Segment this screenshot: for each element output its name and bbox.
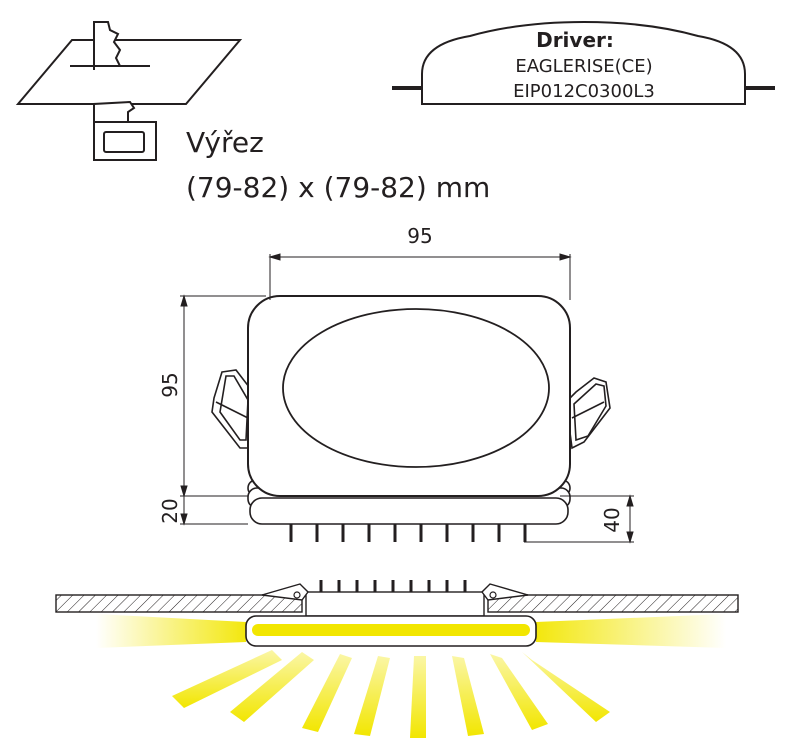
driver-title: Driver: (536, 28, 614, 52)
installed-section-view (55, 580, 739, 738)
light-rays (172, 650, 610, 738)
driver-model-line2: EIP012C0300L3 (513, 81, 655, 102)
ceiling-board-left (55, 594, 303, 613)
spring-clip-left (211, 369, 257, 449)
downlight-side-view (211, 295, 611, 542)
driver-box (392, 20, 775, 105)
dimension-width-label: 95 (407, 224, 432, 248)
light-glow-right (536, 614, 726, 648)
cutout-title: Výřez (186, 126, 264, 159)
cutout-size: (79-82) x (79-82) mm (186, 171, 490, 204)
spring-clip-right (565, 377, 611, 450)
heat-sink-fins (289, 524, 527, 542)
light-glow-left (96, 614, 246, 648)
dimension-height-label: 95 (158, 372, 182, 397)
cutout-ceiling-icon (15, 21, 243, 161)
section-clip-left (261, 583, 309, 601)
ceiling-board-right (487, 594, 739, 613)
driver-model-line1: EAGLERISE(CE) (515, 56, 652, 77)
section-clip-right (481, 583, 529, 601)
dimension-total-depth-label: 40 (600, 507, 624, 532)
dimension-front-depth-label: 20 (158, 498, 182, 523)
dimension-lines (180, 253, 634, 544)
